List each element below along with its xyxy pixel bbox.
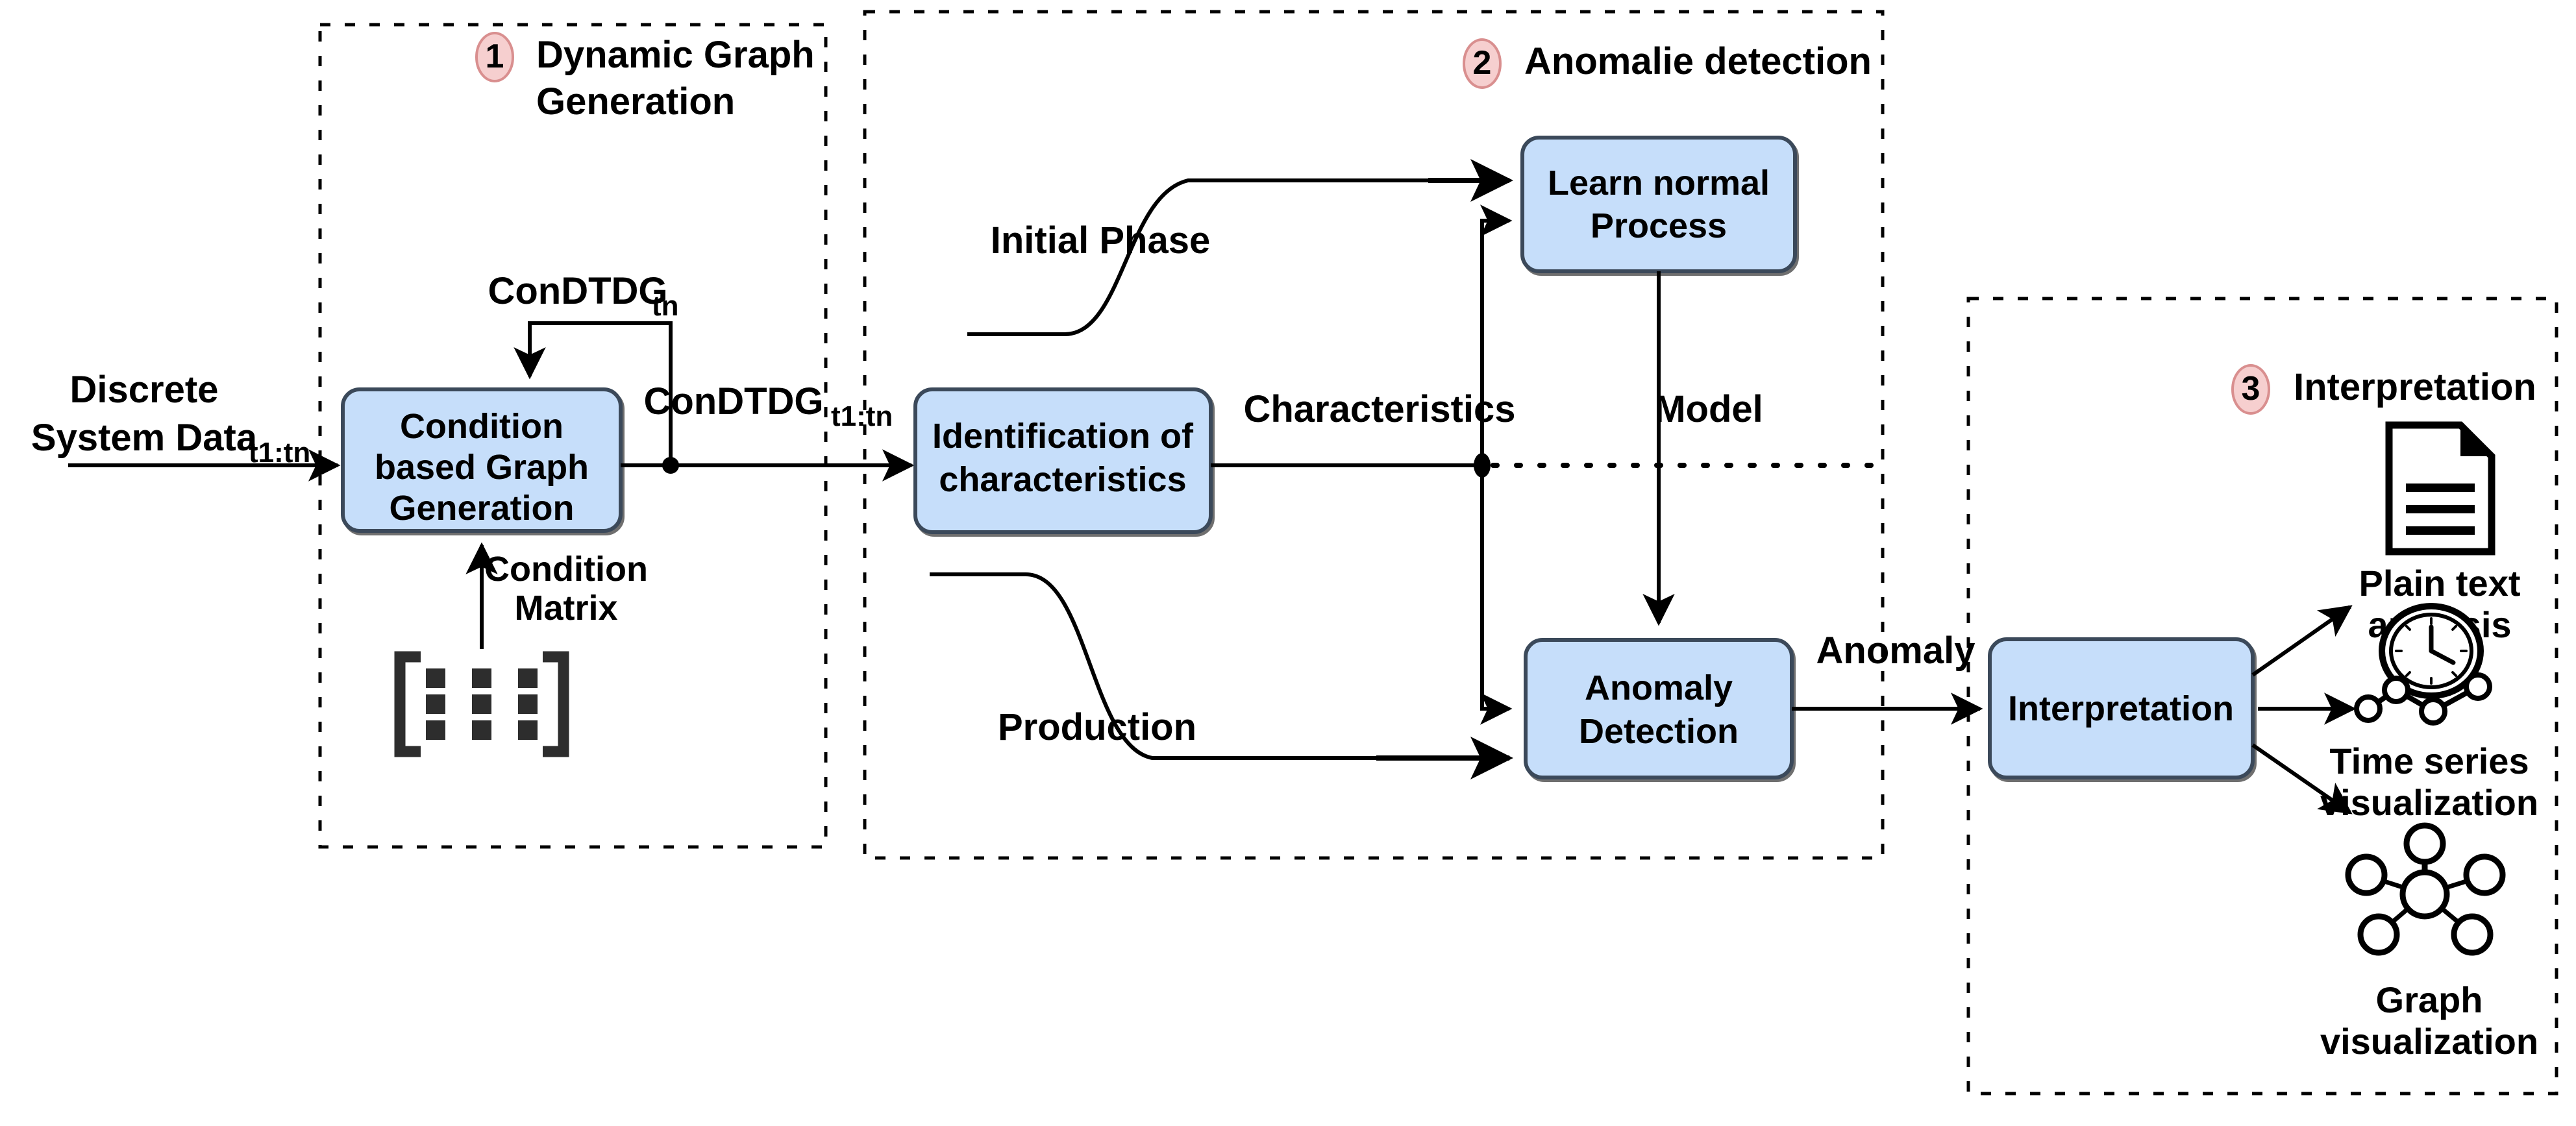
feedback-label-subscript: tn	[652, 290, 679, 322]
group-badge-3-number: 3	[2242, 370, 2260, 408]
group-title-1-line1: Dynamic Graph	[536, 34, 815, 76]
initial-phase-label: Initial Phase	[991, 219, 1210, 262]
group-container-dynamic-graph-generation	[318, 23, 828, 849]
input-label-line2: System Data	[31, 417, 258, 459]
input-label-line1: Discrete	[70, 369, 219, 411]
node3-line2: Process	[1591, 206, 1727, 245]
graph-network-icon	[2345, 822, 2506, 956]
edge-characteristics-to-anomaly-detection	[1480, 465, 1513, 725]
edge-initial-phase	[967, 178, 1480, 336]
node-learn-normal-process[interactable]: Learn normal Process	[1520, 136, 1797, 273]
node-anomaly-detection[interactable]: Anomaly Detection	[1524, 638, 1794, 779]
document-icon	[2385, 421, 2496, 556]
output-graph-label: ConDTDG	[643, 380, 823, 422]
edge-production	[930, 572, 1428, 760]
node-interpretation[interactable]: Interpretation	[1988, 637, 2255, 779]
output3-label-line2: visualization	[2320, 1021, 2538, 1062]
characteristics-label: Characteristics	[1243, 388, 1515, 430]
condition-matrix-label-line1: Condition	[484, 550, 648, 589]
node2-line2: characteristics	[939, 460, 1186, 499]
clock-timeseries-icon	[2354, 603, 2492, 726]
node1-line1: Condition	[400, 407, 564, 446]
model-label: Model	[1654, 388, 1763, 430]
group-badge-2: 2	[1463, 38, 1502, 89]
output2-label-line1: Time series	[2329, 740, 2529, 781]
node5-line1: Interpretation	[2008, 689, 2234, 728]
group-badge-1: 1	[475, 32, 514, 82]
production-label: Production	[998, 706, 1196, 748]
node4-line1: Anomaly	[1585, 668, 1733, 707]
node-condition-based-graph-generation[interactable]: Condition based Graph Generation	[341, 387, 623, 533]
condition-matrix-label-line2: Matrix	[514, 589, 617, 628]
node1-line2: based Graph	[375, 448, 589, 487]
group-badge-3: 3	[2231, 364, 2270, 415]
group-badge-1-number: 1	[486, 38, 504, 75]
group-title-2: Anomalie detection	[1524, 40, 1872, 82]
output2-label-line2: visualization	[2320, 782, 2538, 823]
edge-characteristics-to-learn-normal	[1480, 204, 1513, 465]
node3-line1: Learn normal	[1548, 164, 1770, 202]
group-badge-2-number: 2	[1473, 44, 1492, 82]
output-graph-label-subscript: t1:tn	[831, 400, 893, 432]
group-title-1-line2: Generation	[536, 80, 735, 123]
node2-line1: Identification of	[932, 417, 1194, 456]
edge-interpretation-to-plain-text	[2251, 605, 2353, 677]
input-label-subscript: t1:tn	[249, 437, 310, 469]
node-identification-of-characteristics[interactable]: Identification of characteristics	[913, 387, 1213, 534]
node1-line3: Generation	[389, 489, 574, 528]
node4-line2: Detection	[1579, 712, 1739, 751]
group-title-3: Interpretation	[2294, 366, 2536, 408]
group-container-anomalie-detection	[863, 10, 1885, 860]
matrix-icon	[394, 651, 569, 757]
output1-label-line1: Plain text	[2359, 563, 2521, 604]
edge-feedback-condtdg-tn	[514, 321, 673, 465]
output3-label-line1: Graph	[2376, 979, 2483, 1020]
edge-interpretation-to-graph-viz	[2251, 743, 2353, 814]
feedback-label: ConDTDG	[488, 270, 667, 312]
anomaly-label: Anomaly	[1816, 630, 1975, 672]
